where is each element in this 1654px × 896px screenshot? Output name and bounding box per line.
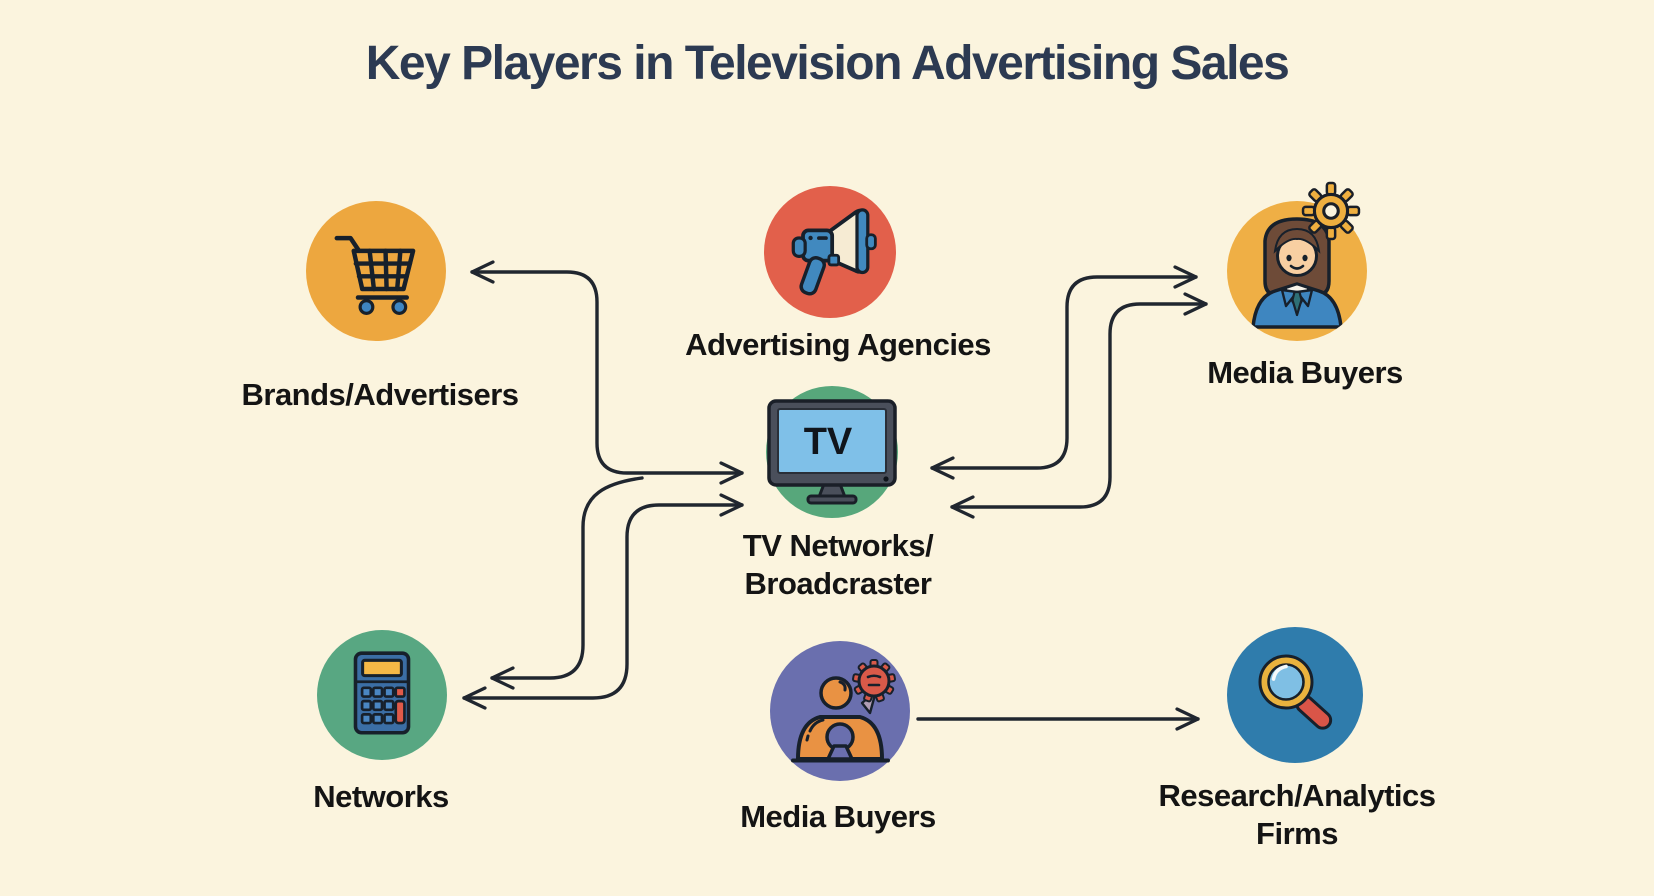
research-label: Research/Analytics Firms: [1158, 777, 1436, 853]
media-buyers-bottom-circle: [770, 641, 910, 781]
tv-networks-label-line1: TV Networks/: [742, 528, 934, 563]
brands-circle: [306, 201, 446, 341]
shopping-cart-icon: [334, 235, 416, 315]
arrow-tv-mediabuyers-lower: [950, 292, 1208, 519]
page-title: Key Players in Television Advertising Sa…: [365, 37, 1290, 90]
networks-label: Networks: [313, 779, 449, 814]
businesswoman-icon: [1251, 217, 1343, 329]
magnifying-glass-icon: [1258, 654, 1333, 730]
tv-icon: TV: [767, 399, 897, 505]
media-buyers-top-circle: [1227, 201, 1367, 341]
tv-networks-label-line2: Broadcraster: [744, 566, 932, 601]
megaphone-icon: [791, 208, 877, 296]
media-buyers-bottom-label: Media Buyers: [740, 799, 936, 834]
arrow-tv-networks-inner: [490, 476, 644, 690]
tv-networks-label: TV Networks/ Broadcraster: [742, 527, 934, 603]
research-circle: [1227, 627, 1363, 763]
research-label-line1: Research/Analytics: [1158, 778, 1436, 813]
media-buyers-top-label: Media Buyers: [1207, 355, 1403, 390]
gear-icon: [1301, 181, 1361, 241]
person-at-desk-icon: [791, 659, 896, 763]
tv-screen-text: TV: [804, 421, 853, 463]
arrow-brands-tv: [470, 260, 744, 485]
brands-label: Brands/Advertisers: [241, 377, 519, 412]
calculator-icon: [353, 651, 411, 735]
arrow-tv-networks-outer: [462, 493, 744, 710]
agencies-circle: [764, 186, 896, 318]
agencies-label: Advertising Agencies: [685, 327, 991, 362]
research-label-line2: Firms: [1256, 816, 1338, 851]
networks-circle: [317, 630, 447, 760]
